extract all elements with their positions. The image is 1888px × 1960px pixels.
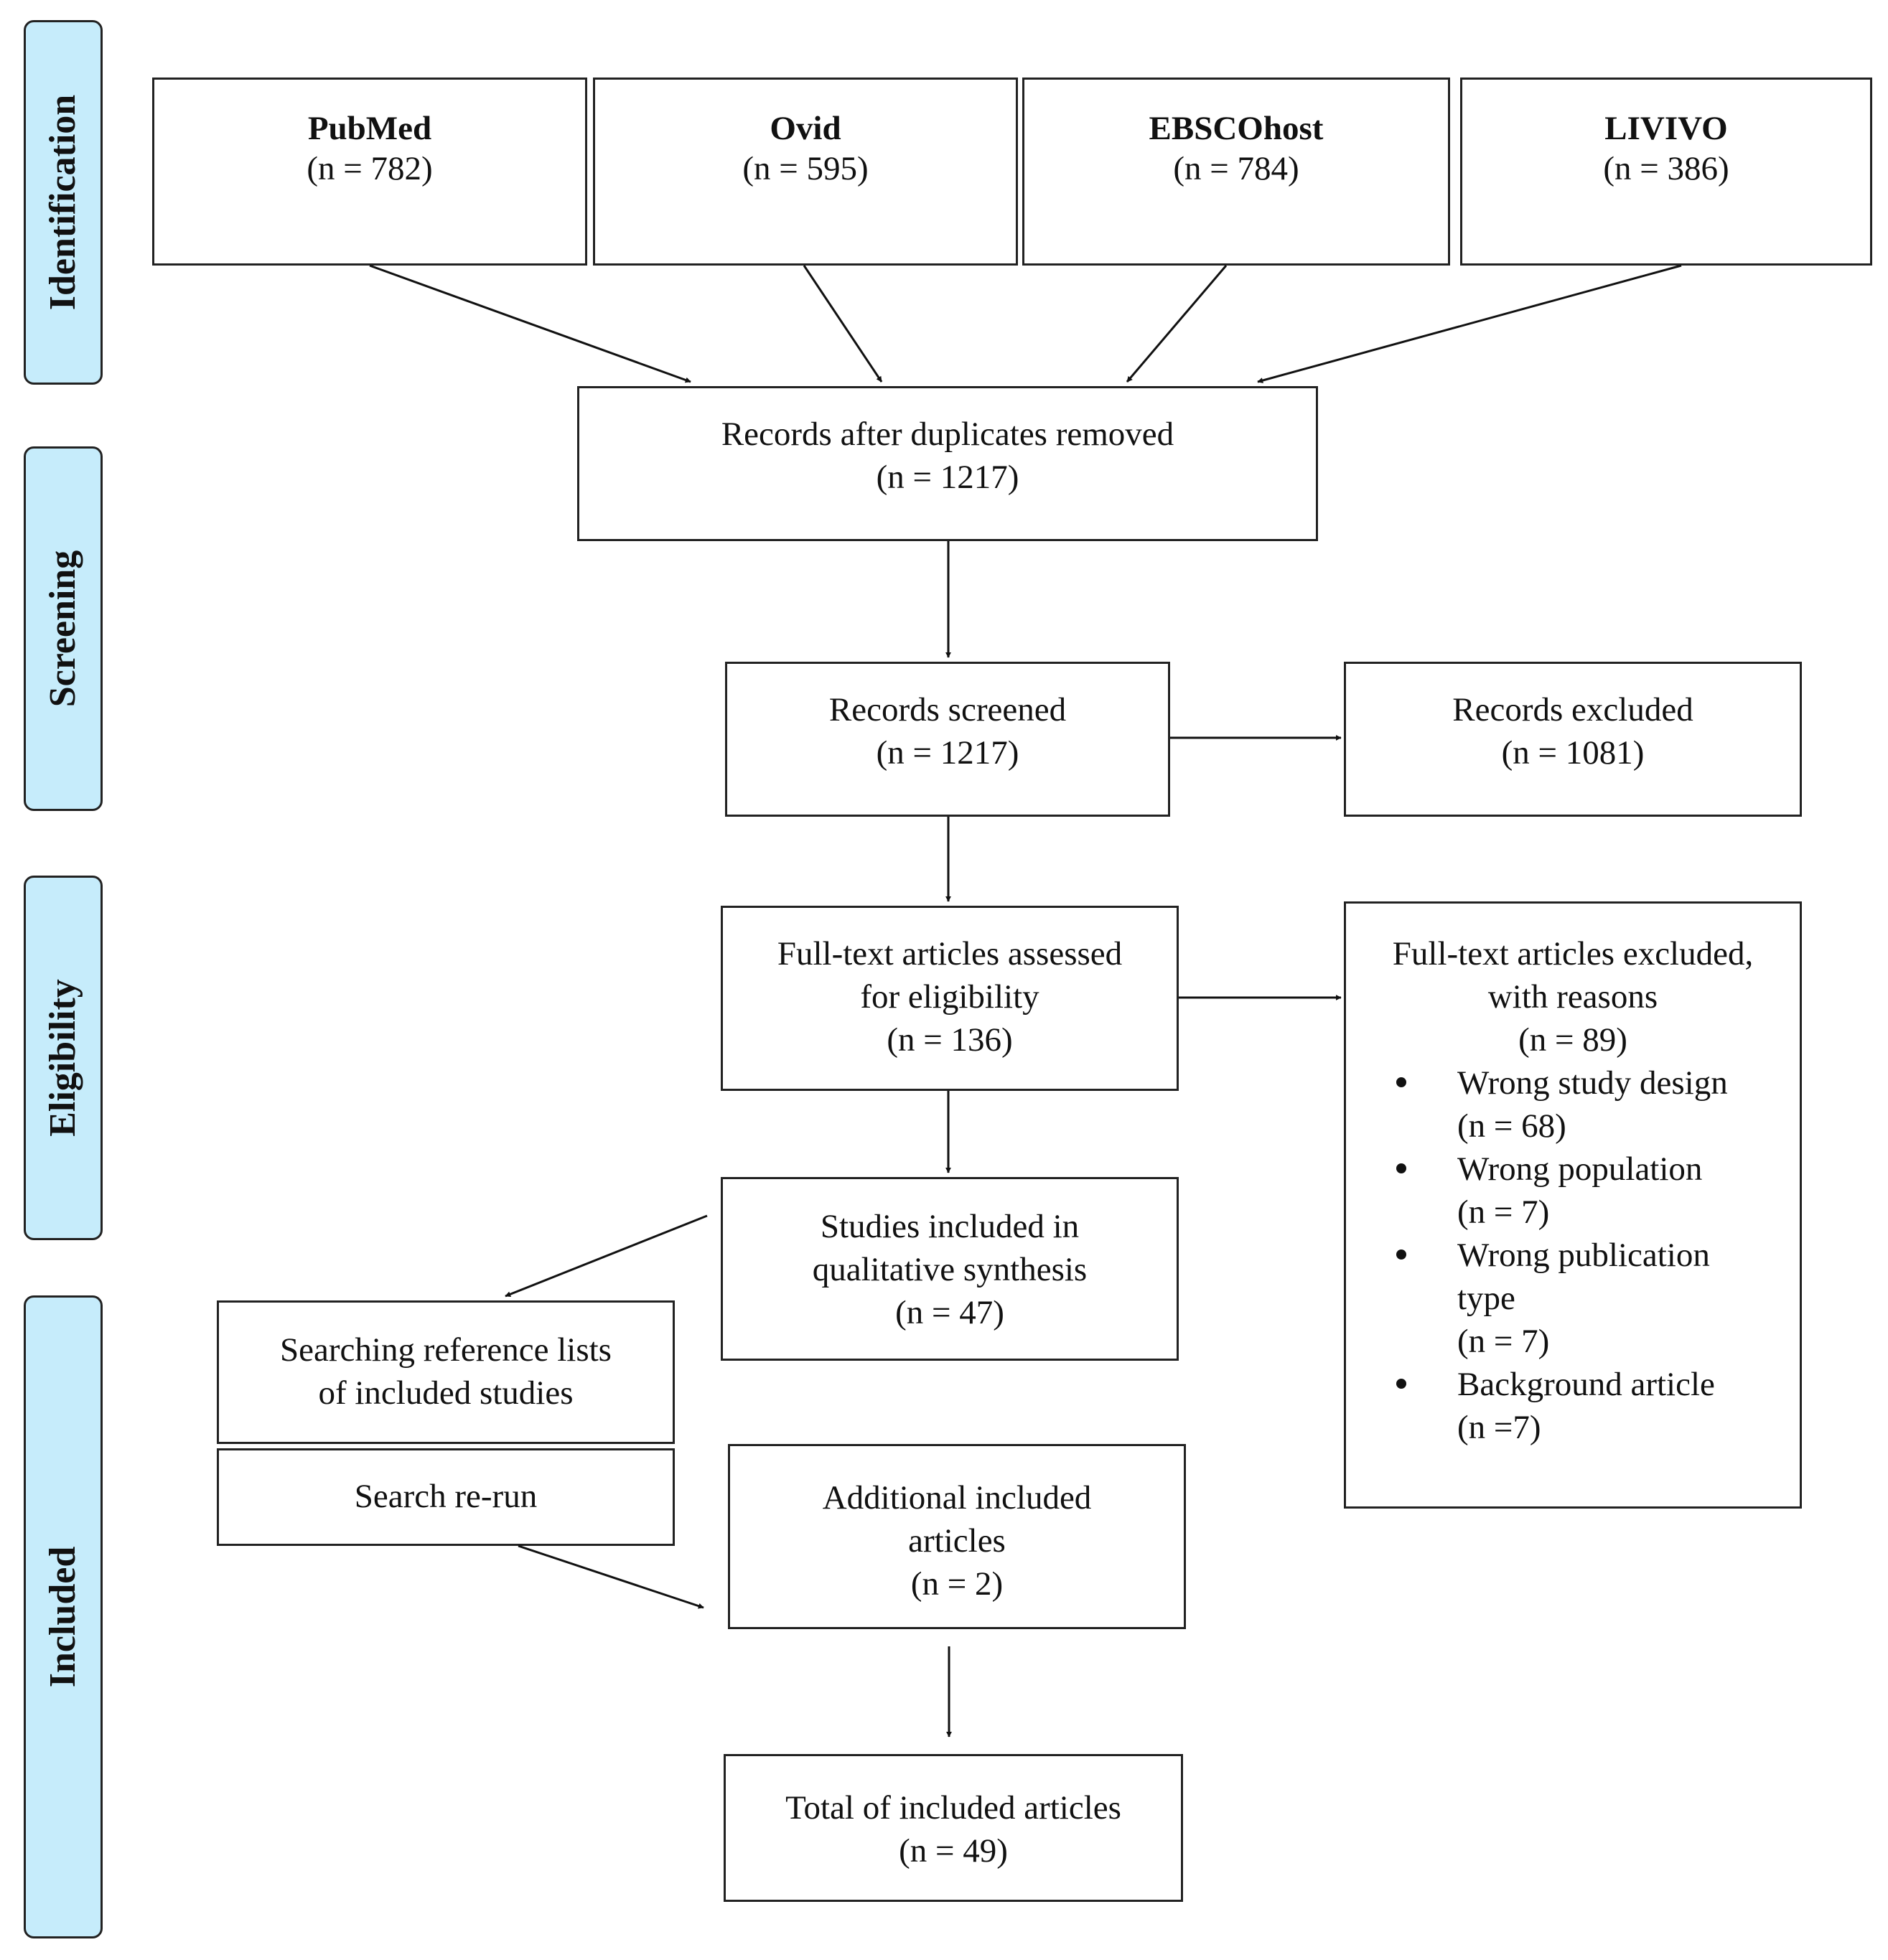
source-pubmed-name: PubMed: [307, 110, 432, 147]
fulltext-excluded-line2: with reasons: [1487, 978, 1658, 1016]
exclusion-reason-item: Wrong publication type (n = 7): [1346, 1234, 1800, 1363]
arrow-ebscohost-to-dedup: [1126, 265, 1228, 383]
exclusion-reason-text: Background article: [1457, 1366, 1715, 1403]
source-ebscohost-box: EBSCOhost (n = 784): [1022, 78, 1450, 266]
bullet-icon: [1396, 1379, 1406, 1389]
exclusion-reason-item: Background article (n =7): [1346, 1363, 1800, 1449]
source-ovid-count: (n = 595): [742, 150, 869, 187]
qualitative-synthesis-count: (n = 47): [895, 1294, 1004, 1331]
qualitative-synthesis-line2: qualitative synthesis: [812, 1251, 1088, 1288]
bullet-icon: [1396, 1163, 1406, 1173]
source-livivo-name: LIVIVO: [1604, 110, 1728, 147]
records-screened-count: (n = 1217): [876, 734, 1019, 772]
bullet-icon: [1396, 1077, 1406, 1087]
reference-lists-line1: Searching reference lists: [280, 1331, 612, 1369]
qualitative-synthesis-line1: Studies included in: [820, 1208, 1080, 1245]
additional-articles-box: Additional included articles (n = 2): [728, 1444, 1186, 1629]
source-livivo-box: LIVIVO (n = 386): [1460, 78, 1872, 266]
stage-screening: Screening: [24, 446, 103, 811]
records-screened-label: Records screened: [828, 691, 1067, 728]
stage-identification: Identification: [24, 20, 103, 385]
total-included-count: (n = 49): [899, 1832, 1008, 1870]
additional-articles-line1: Additional included: [822, 1479, 1092, 1516]
records-excluded-count: (n = 1081): [1501, 734, 1645, 772]
arrow-rerun-to-additional: [518, 1544, 704, 1609]
records-screened-box: Records screened (n = 1217): [725, 662, 1170, 817]
source-ebscohost-name: EBSCOhost: [1149, 110, 1324, 147]
source-pubmed-count: (n = 782): [307, 150, 433, 187]
search-rerun-label: Search re-run: [354, 1478, 538, 1515]
exclusion-reason-item: Wrong population (n = 7): [1346, 1148, 1800, 1234]
stage-eligibility: Eligibility: [24, 876, 103, 1240]
qualitative-synthesis-box: Studies included in qualitative synthesi…: [721, 1177, 1179, 1361]
duplicates-removed-label: Records after duplicates removed: [721, 416, 1174, 453]
stage-included: Included: [24, 1295, 103, 1938]
additional-articles-count: (n = 2): [910, 1565, 1004, 1603]
fulltext-excluded-count: (n = 89): [1518, 1021, 1627, 1059]
exclusion-reason-text-cont: type: [1457, 1280, 1515, 1317]
arrow-qualitative-to-reference: [505, 1214, 708, 1298]
reference-lists-line2: of included studies: [318, 1374, 574, 1412]
source-livivo-count: (n = 386): [1603, 150, 1729, 187]
reference-lists-box: Searching reference lists of included st…: [217, 1300, 675, 1444]
exclusion-reasons-list: Wrong study design (n = 68) Wrong popula…: [1346, 1061, 1800, 1449]
fulltext-assessed-count: (n = 136): [887, 1021, 1013, 1059]
arrow-livivo-to-dedup: [1257, 264, 1682, 383]
exclusion-reason-item: Wrong study design (n = 68): [1346, 1061, 1800, 1148]
fulltext-assessed-line1: Full-text articles assessed: [777, 935, 1123, 972]
exclusion-reason-text: Wrong population: [1457, 1150, 1703, 1188]
total-included-label: Total of included articles: [785, 1789, 1121, 1827]
exclusion-reason-count: (n = 7): [1457, 1194, 1550, 1231]
additional-articles-line2: articles: [908, 1522, 1006, 1560]
exclusion-reason-text: Wrong study design: [1457, 1064, 1728, 1102]
records-excluded-box: Records excluded (n = 1081): [1344, 662, 1802, 817]
fulltext-assessed-box: Full-text articles assessed for eligibil…: [721, 906, 1179, 1091]
total-included-box: Total of included articles (n = 49): [724, 1754, 1183, 1902]
fulltext-excluded-line1: Full-text articles excluded,: [1392, 935, 1754, 972]
source-ebscohost-count: (n = 784): [1173, 150, 1299, 187]
arrow-pubmed-to-dedup: [369, 264, 691, 383]
exclusion-reason-count: (n = 68): [1457, 1107, 1566, 1145]
search-rerun-box: Search re-run: [217, 1448, 675, 1546]
exclusion-reason-count: (n =7): [1457, 1409, 1541, 1446]
source-ovid-box: Ovid (n = 595): [593, 78, 1018, 266]
fulltext-assessed-line2: for eligibility: [860, 978, 1039, 1016]
records-excluded-label: Records excluded: [1452, 691, 1693, 728]
arrow-ovid-to-dedup: [803, 265, 883, 383]
bullet-icon: [1396, 1249, 1406, 1260]
exclusion-reason-text: Wrong publication: [1457, 1237, 1710, 1274]
duplicates-removed-count: (n = 1217): [876, 459, 1019, 496]
exclusion-reason-count: (n = 7): [1457, 1323, 1550, 1360]
duplicates-removed-box: Records after duplicates removed (n = 12…: [577, 386, 1318, 541]
fulltext-excluded-box: Full-text articles excluded, with reason…: [1344, 901, 1802, 1509]
source-pubmed-box: PubMed (n = 782): [152, 78, 587, 266]
source-ovid-name: Ovid: [770, 110, 841, 147]
